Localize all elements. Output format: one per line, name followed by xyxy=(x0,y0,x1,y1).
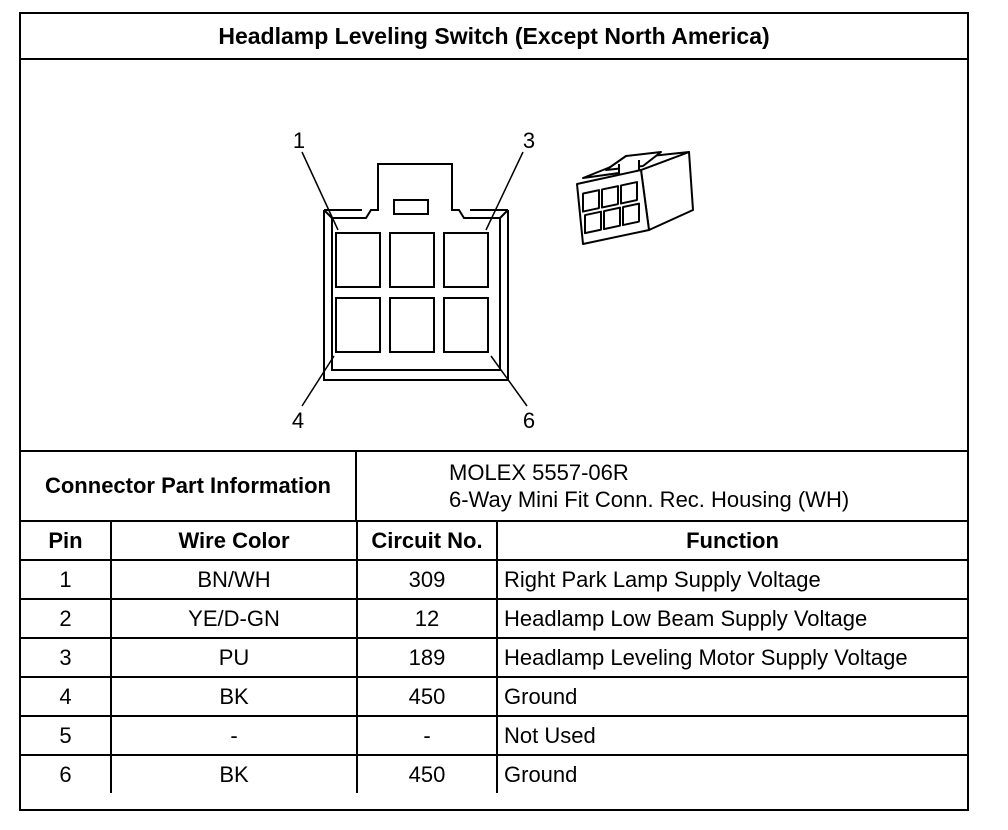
cavity-2 xyxy=(389,232,435,288)
cavity-4 xyxy=(335,297,381,353)
table-row: 4 BK 450 Ground xyxy=(21,676,967,717)
cell-function: Headlamp Low Beam Supply Voltage xyxy=(496,598,967,639)
connector-sheet: Headlamp Leveling Switch (Except North A… xyxy=(19,12,969,811)
cell-wire-color: BK xyxy=(110,754,358,793)
cell-function: Ground xyxy=(496,676,967,717)
sheet-title: Headlamp Leveling Switch (Except North A… xyxy=(21,14,967,60)
cavity-5 xyxy=(389,297,435,353)
cell-function: Not Used xyxy=(496,715,967,756)
cavity-6 xyxy=(443,297,489,353)
part-description: 6-Way Mini Fit Conn. Rec. Housing (WH) xyxy=(449,487,850,512)
cell-pin: 3 xyxy=(21,637,112,678)
cell-pin: 6 xyxy=(21,754,112,793)
cavity-1 xyxy=(335,232,381,288)
connector-isometric-icon xyxy=(576,151,694,245)
cell-circuit: 309 xyxy=(356,559,498,600)
cell-pin: 5 xyxy=(21,715,112,756)
header-wire-color: Wire Color xyxy=(110,522,358,561)
cell-function: Right Park Lamp Supply Voltage xyxy=(496,559,967,600)
cell-circuit: 189 xyxy=(356,637,498,678)
cell-wire-color: BN/WH xyxy=(110,559,358,600)
header-circuit-no: Circuit No. xyxy=(356,522,498,561)
cell-wire-color: YE/D-GN xyxy=(110,598,358,639)
pin-label-6: 6 xyxy=(523,408,535,433)
cell-pin: 1 xyxy=(21,559,112,600)
cell-wire-color: PU xyxy=(110,637,358,678)
cell-circuit: 450 xyxy=(356,676,498,717)
connector-diagram: 1 3 4 6 xyxy=(21,60,967,450)
table-header-row: Pin Wire Color Circuit No. Function xyxy=(21,522,967,561)
cell-circuit: 12 xyxy=(356,598,498,639)
connector-face-drawing: 1 3 4 6 xyxy=(292,128,694,433)
cell-circuit: 450 xyxy=(356,754,498,793)
table-row: 5 - - Not Used xyxy=(21,715,967,756)
connector-part-info-value: MOLEX 5557-06R 6-Way Mini Fit Conn. Rec.… xyxy=(357,452,967,520)
pin-leader-lines xyxy=(301,151,528,407)
connector-part-info: Connector Part Information MOLEX 5557-06… xyxy=(21,450,967,522)
cell-wire-color: - xyxy=(110,715,358,756)
cavity-3 xyxy=(443,232,489,288)
cell-circuit: - xyxy=(356,715,498,756)
table-row: 3 PU 189 Headlamp Leveling Motor Supply … xyxy=(21,637,967,678)
pin-label-1: 1 xyxy=(293,128,305,153)
cell-function: Headlamp Leveling Motor Supply Voltage xyxy=(496,637,967,678)
pin-cavities xyxy=(335,232,489,353)
table-row: 1 BN/WH 309 Right Park Lamp Supply Volta… xyxy=(21,559,967,600)
table-row: 6 BK 450 Ground xyxy=(21,754,967,793)
connector-part-info-label: Connector Part Information xyxy=(21,452,357,520)
pin-label-4: 4 xyxy=(292,408,304,433)
part-number: MOLEX 5557-06R xyxy=(449,460,629,485)
pinout-table: Pin Wire Color Circuit No. Function 1 BN… xyxy=(21,522,967,793)
header-function: Function xyxy=(496,522,967,561)
connector-housing-outline xyxy=(323,163,509,381)
table-row: 2 YE/D-GN 12 Headlamp Low Beam Supply Vo… xyxy=(21,598,967,639)
cell-wire-color: BK xyxy=(110,676,358,717)
cell-pin: 4 xyxy=(21,676,112,717)
cell-pin: 2 xyxy=(21,598,112,639)
cell-function: Ground xyxy=(496,754,967,793)
pin-label-3: 3 xyxy=(523,128,535,153)
header-pin: Pin xyxy=(21,522,112,561)
